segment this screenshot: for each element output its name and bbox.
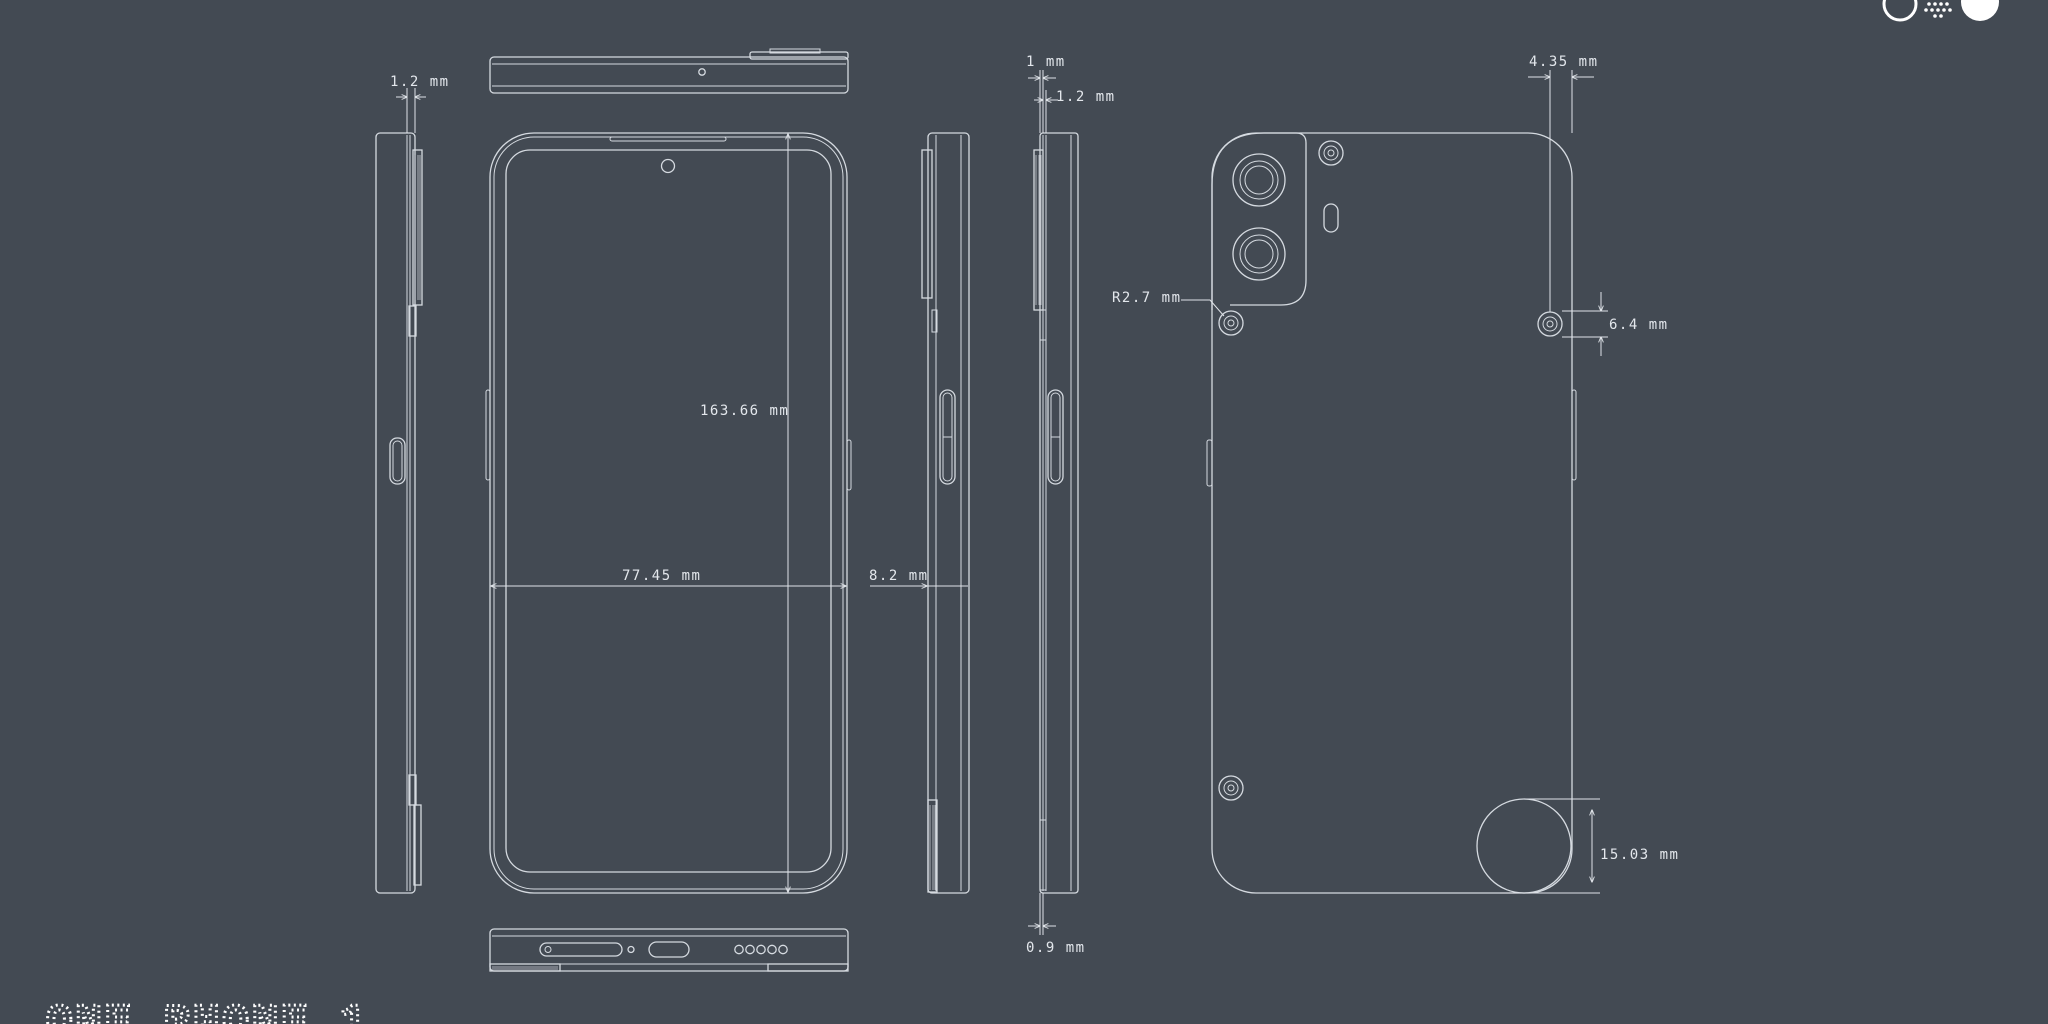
dim-label-corner-radius: R2.7 mm: [1112, 290, 1182, 306]
bottom-edge-view: [489, 928, 849, 972]
dim-label-screw-offset: 4.35 mm: [1529, 54, 1599, 70]
back-view: [1206, 132, 1577, 894]
dim-label-depth: 8.2 mm: [869, 568, 929, 584]
top-mic-icon: [698, 68, 706, 76]
dim-label-height: 163.66 mm: [700, 403, 789, 419]
top-edge-view: [489, 48, 849, 94]
screw-icon: [1537, 311, 1563, 337]
front-camera-icon: [660, 158, 676, 174]
sim-tray-icon: [539, 942, 623, 957]
left-side-view: [375, 132, 423, 894]
dim-label-frame-thickness: 1.2 mm: [390, 74, 450, 90]
flash-icon: [1323, 203, 1339, 233]
speaker-grille-icon: [734, 944, 788, 955]
dimension-labels: 1.2 mm 163.66 mm 77.45 mm 8.2 mm 1 mm 1.…: [390, 54, 1679, 956]
dim-label-screw-size: 6.4 mm: [1609, 317, 1669, 333]
screw-icon: [1218, 310, 1244, 336]
screw-icon: [1318, 140, 1344, 166]
section-volume-icon: [1047, 389, 1064, 485]
dim-label-side-thickness: 1.2 mm: [1056, 89, 1116, 105]
usb-c-port-icon: [648, 941, 690, 958]
section-side-view: [1033, 132, 1079, 894]
volume-rocker-icon: [939, 389, 956, 485]
camera-island-icon: [1211, 132, 1307, 310]
ultrawide-camera-icon: [1232, 227, 1286, 281]
dim-label-side-offset: 1 mm: [1026, 54, 1066, 70]
right-side-view: [921, 132, 970, 894]
dimension-lines: [396, 70, 1608, 935]
wireless-coil-icon: [1476, 798, 1572, 894]
product-title: ONE PHONE 1: [46, 998, 369, 1024]
bottom-mic-icon: [627, 945, 635, 954]
side-button-icon: [389, 437, 406, 485]
main-camera-icon: [1232, 153, 1286, 207]
dim-label-bottom-lip: 0.9 mm: [1026, 940, 1086, 956]
brand-logo-icon: [1882, 0, 1999, 22]
screw-icon: [1218, 775, 1244, 801]
front-view: [485, 132, 852, 894]
dim-label-wireless-coil: 15.03 mm: [1600, 847, 1679, 863]
dim-label-width: 77.45 mm: [622, 568, 701, 584]
